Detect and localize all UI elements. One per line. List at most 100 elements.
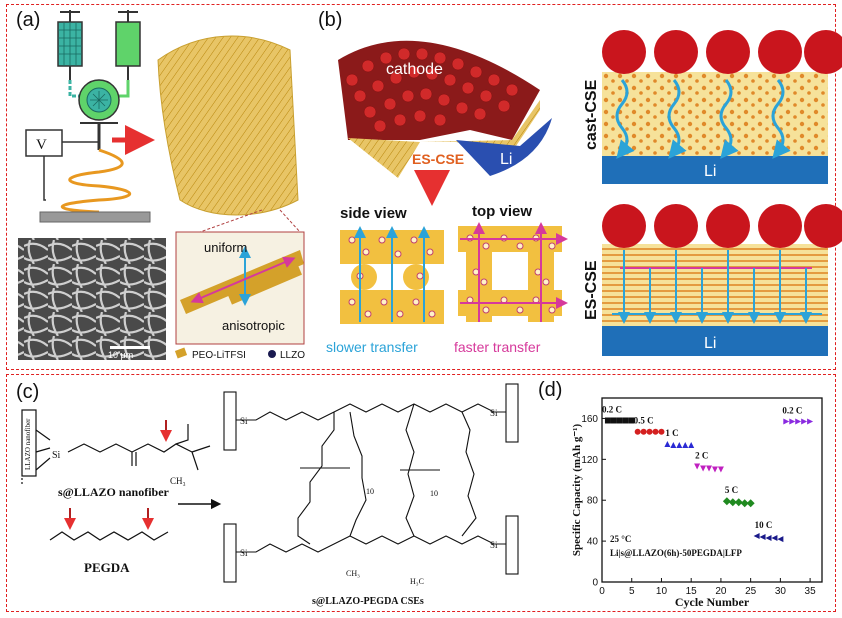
h3c-label: H₃C [410, 577, 424, 586]
si-label-5: Si [490, 540, 498, 550]
syringe-right-icon [115, 10, 141, 80]
data-point [753, 533, 760, 539]
data-point [700, 465, 707, 472]
data-point [652, 428, 659, 435]
series-label: 0.2 C [782, 406, 802, 416]
cell-config-label: Li|s@LLAZO(6h)-50PEGDA|LFP [610, 548, 742, 558]
es-cse-diagram [602, 204, 842, 356]
data-point [789, 418, 796, 425]
data-point [801, 418, 808, 425]
plot-area [601, 397, 823, 583]
y-tick-label: 0 [592, 578, 598, 589]
series-label: 5 C [725, 485, 738, 495]
data-point [676, 442, 683, 449]
li-label: Li [500, 151, 512, 168]
panel-top-frame [6, 4, 836, 370]
y-tick-label: 160 [581, 414, 598, 425]
cathode-dome [338, 40, 540, 141]
side-view-diagram [340, 226, 444, 324]
data-point [646, 428, 653, 435]
pegda-structure [49, 531, 169, 541]
data-point [777, 536, 784, 543]
peo-legend-label: PEO-LiTFSI [192, 350, 246, 361]
s-llazo-label: s@LLAZO nanofiber [58, 485, 170, 499]
si-label-3: Si [240, 548, 248, 558]
x-tick-label: 20 [715, 586, 727, 597]
slower-transfer-label: slower transfer [326, 339, 418, 355]
data-point [622, 417, 629, 424]
data-point [722, 497, 731, 506]
peo-legend-icon [174, 347, 188, 359]
data-point [740, 499, 749, 508]
data-point [628, 417, 635, 424]
es-cse-vertical-label: ES-CSE [583, 260, 600, 320]
fiber-mat-image [157, 35, 299, 216]
cathode-label: cathode [386, 61, 443, 78]
top-view-diagram [458, 222, 568, 322]
si-label-4: Si [490, 408, 498, 418]
sem-image [18, 238, 166, 360]
llzo-legend-icon [268, 350, 276, 358]
data-point [688, 442, 695, 449]
si-label-2: Si [240, 416, 248, 426]
y-tick-label: 120 [581, 455, 598, 466]
data-point [664, 441, 671, 447]
data-point [610, 417, 617, 424]
data-point [640, 428, 647, 435]
data-point [670, 442, 677, 449]
temperature-label: 25 °C [610, 534, 631, 544]
x-tick-label: 15 [686, 586, 698, 597]
data-point [616, 417, 623, 424]
data-point [604, 417, 611, 424]
data-point [765, 535, 772, 542]
data-point [795, 418, 802, 425]
panel-bottom-frame [6, 374, 836, 612]
y-tick-label: 80 [587, 496, 599, 507]
product-label: s@LLAZO-PEGDA CSEs [312, 596, 424, 607]
syringe-left-icon [57, 10, 83, 80]
panel-a-label: (a) [16, 9, 40, 31]
series-label: 1 C [665, 428, 678, 438]
nanofiber-side-label: LLAZO nanofiber [24, 418, 32, 470]
x-tick-label: 30 [775, 586, 787, 597]
silane-structure [21, 409, 211, 484]
es-cse-label: ES-CSE [412, 151, 464, 167]
llzo-legend-label: LLZO [280, 350, 305, 361]
data-point [694, 463, 701, 470]
y-tick-label: 40 [587, 537, 599, 548]
x-tick-label: 35 [805, 586, 817, 597]
si-label-1: Si [52, 450, 61, 461]
data-point [807, 418, 814, 425]
panel-d-label: (d) [538, 379, 562, 401]
anisotropic-label: anisotropic [222, 318, 285, 333]
cast-cse-label: cast-CSE [583, 79, 600, 150]
data-point [771, 535, 778, 542]
collector-plate [39, 211, 151, 223]
voltage-label: V [36, 137, 47, 153]
electrospinning-jet [61, 148, 132, 214]
panel-b-label: (b) [318, 9, 342, 31]
data-point [734, 498, 743, 507]
data-point [746, 499, 755, 508]
li-label-es: Li [704, 335, 716, 352]
series-label: 2 C [695, 450, 708, 460]
x-axis-label: Cycle Number [675, 595, 750, 609]
data-point [728, 498, 737, 507]
faster-transfer-label: faster transfer [454, 339, 541, 355]
cast-cse-diagram [602, 30, 842, 184]
data-point [711, 466, 718, 473]
li-label-cast: Li [704, 163, 716, 180]
pegda-label: PEGDA [84, 560, 130, 575]
top-view-label: top view [472, 203, 532, 220]
ch3-label-2: CH₃ [346, 569, 360, 578]
ch3-label-1: CH₃ [170, 476, 186, 486]
series-label: 0.2 C [602, 404, 622, 414]
scale-bar-label: 10 μm [108, 350, 133, 360]
side-view-label: side view [340, 205, 407, 222]
series-label: 0.5 C [634, 416, 654, 426]
n10-label-2: 10 [430, 489, 438, 498]
es-cse-wedge [348, 138, 420, 178]
uniform-label: uniform [204, 240, 247, 255]
